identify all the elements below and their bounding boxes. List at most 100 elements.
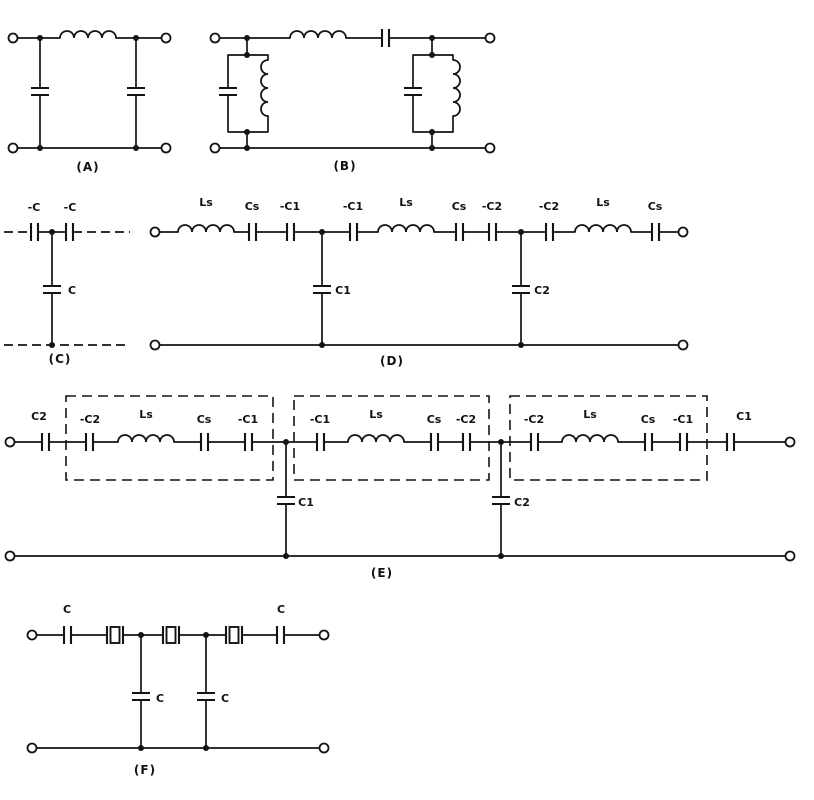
terminal bbox=[149, 226, 161, 238]
series-capacitor bbox=[678, 433, 689, 451]
node-dot bbox=[133, 35, 139, 41]
crystal-plates bbox=[224, 626, 244, 644]
circuit-c: -C -C C (C) bbox=[4, 201, 130, 366]
component-label: C bbox=[68, 284, 76, 297]
terminal bbox=[677, 339, 689, 351]
node-dot bbox=[203, 632, 209, 638]
series-capacitor bbox=[725, 433, 736, 451]
component-label: Ls bbox=[399, 196, 413, 209]
series-inductor bbox=[117, 434, 175, 443]
series-capacitor bbox=[544, 223, 555, 241]
node-dot bbox=[49, 342, 55, 348]
series-capacitor bbox=[315, 433, 326, 451]
series-capacitor bbox=[285, 223, 296, 241]
node-dot bbox=[498, 439, 504, 445]
terminal bbox=[7, 32, 19, 44]
circuit-b: (B) bbox=[209, 29, 496, 173]
tank-inductor bbox=[452, 59, 461, 117]
crystal-plates bbox=[105, 626, 125, 644]
shunt-capacitor bbox=[313, 284, 331, 295]
component-label: Ls bbox=[199, 196, 213, 209]
terminal bbox=[26, 742, 38, 754]
node-dot bbox=[244, 129, 250, 135]
node-dot bbox=[203, 745, 209, 751]
component-label: Cs bbox=[245, 200, 260, 213]
component-label: Ls bbox=[139, 408, 153, 421]
series-inductor bbox=[59, 30, 117, 39]
wire bbox=[37, 231, 67, 346]
series-capacitor bbox=[84, 433, 95, 451]
component-label: -C1 bbox=[310, 413, 330, 426]
component-label: -C1 bbox=[343, 200, 363, 213]
series-capacitor bbox=[247, 223, 258, 241]
wire bbox=[321, 231, 522, 346]
component-label: -C1 bbox=[280, 200, 300, 213]
terminal bbox=[784, 436, 796, 448]
terminal bbox=[209, 32, 221, 44]
series-capacitor bbox=[62, 626, 73, 644]
caption: (D) bbox=[380, 354, 404, 368]
component-label: Cs bbox=[641, 413, 656, 426]
wire bbox=[39, 37, 137, 149]
wire bbox=[285, 441, 502, 557]
circuit-f: C C C C (F) bbox=[26, 603, 330, 777]
node-dot bbox=[429, 129, 435, 135]
component-label: C2 bbox=[31, 410, 47, 423]
wire bbox=[13, 441, 787, 557]
series-capacitor bbox=[40, 433, 51, 451]
node-dot bbox=[429, 52, 435, 58]
component-label: Ls bbox=[583, 408, 597, 421]
series-capacitor bbox=[650, 223, 661, 241]
series-capacitor bbox=[643, 433, 654, 451]
node-dot bbox=[138, 632, 144, 638]
component-label: Ls bbox=[596, 196, 610, 209]
series-capacitor bbox=[243, 433, 254, 451]
node-dot bbox=[244, 35, 250, 41]
tank-inductor bbox=[260, 59, 269, 117]
series-capacitor bbox=[348, 223, 359, 241]
caption: (F) bbox=[134, 763, 156, 777]
wire bbox=[35, 634, 321, 749]
shunt-capacitor bbox=[512, 284, 530, 295]
node-dot bbox=[518, 342, 524, 348]
series-capacitor bbox=[487, 223, 498, 241]
crystal-icon bbox=[228, 626, 240, 644]
terminal bbox=[484, 142, 496, 154]
terminal bbox=[4, 436, 16, 448]
shunt-capacitor bbox=[492, 495, 510, 506]
node-dot bbox=[429, 145, 435, 151]
terminal bbox=[26, 629, 38, 641]
caption: (E) bbox=[371, 566, 393, 580]
component-label: C2 bbox=[514, 496, 530, 509]
series-inductor bbox=[377, 224, 435, 233]
series-capacitor bbox=[461, 433, 472, 451]
node-dot bbox=[498, 553, 504, 559]
component-label: -C bbox=[28, 201, 41, 214]
series-inductor bbox=[177, 224, 235, 233]
series-capacitor bbox=[275, 626, 286, 644]
component-label: C bbox=[277, 603, 285, 616]
component-label: Cs bbox=[197, 413, 212, 426]
terminal bbox=[160, 32, 172, 44]
circuit-a: (A) bbox=[7, 30, 172, 174]
component-label: Cs bbox=[452, 200, 467, 213]
component-label: -C2 bbox=[482, 200, 502, 213]
terminal bbox=[484, 32, 496, 44]
component-label: -C2 bbox=[524, 413, 544, 426]
component-label: Ls bbox=[369, 408, 383, 421]
terminal bbox=[209, 142, 221, 154]
node-dot bbox=[138, 745, 144, 751]
node-dot bbox=[244, 145, 250, 151]
shunt-capacitor bbox=[31, 86, 145, 97]
shunt-capacitor bbox=[43, 284, 61, 295]
wire bbox=[16, 37, 163, 149]
series-capacitor bbox=[64, 223, 75, 241]
node-dot bbox=[429, 35, 435, 41]
series-capacitor bbox=[199, 433, 210, 451]
wire bbox=[140, 634, 207, 749]
node-dot bbox=[518, 229, 524, 235]
dashed-lead bbox=[4, 231, 130, 346]
series-inductor bbox=[574, 224, 632, 233]
wire bbox=[158, 231, 680, 346]
